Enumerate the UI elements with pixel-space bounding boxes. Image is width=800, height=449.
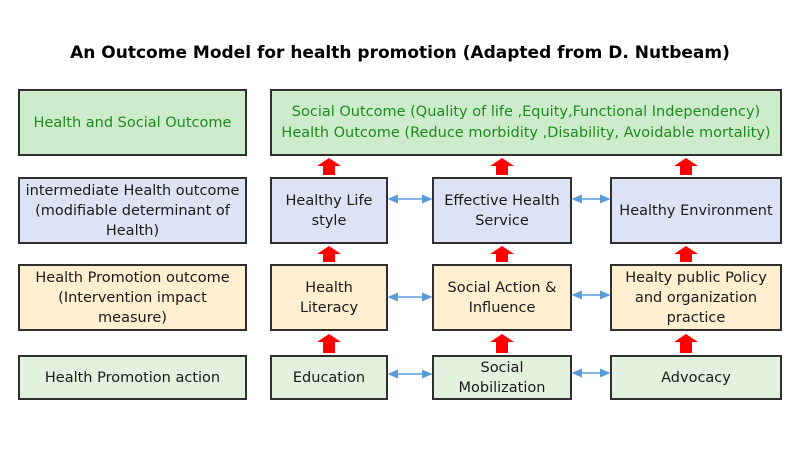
social-outcome-text: Social Outcome (Quality of life ,Equity,… [291, 103, 761, 120]
up-arrow-icon [317, 158, 341, 175]
advocacy-box: Advocacy [610, 355, 782, 400]
up-arrow-icon [490, 158, 514, 175]
level-intermediate: intermediate Health outcome (modifiable … [18, 177, 247, 244]
diagram-title: An Outcome Model for health promotion (A… [70, 43, 730, 63]
social-mobilization-box: Social Mobilization [432, 355, 572, 400]
public-policy-box: Healty public Policy and organization pr… [610, 264, 782, 331]
social-action-box: Social Action & Influence [432, 264, 572, 331]
up-arrow-icon [674, 246, 698, 262]
up-arrow-icon [490, 246, 514, 262]
healthy-lifestyle-box: Healthy Life style [270, 177, 388, 244]
healthy-environment-box: Healthy Environment [610, 177, 782, 244]
level-outcome: Health and Social Outcome [18, 89, 247, 156]
up-arrow-icon [490, 334, 514, 353]
health-literacy-box: Health Literacy [270, 264, 388, 331]
up-arrow-icon [674, 334, 698, 353]
health-outcome-text: Health Outcome (Reduce morbidity ,Disabi… [281, 124, 771, 141]
outcomes-box: Social Outcome (Quality of life ,Equity,… [270, 89, 782, 156]
up-arrow-icon [317, 246, 341, 262]
up-arrow-icon [317, 334, 341, 353]
level-promotion-action: Health Promotion action [18, 355, 247, 400]
up-arrow-icon [674, 158, 698, 175]
education-box: Education [270, 355, 388, 400]
effective-health-service-box: Effective Health Service [432, 177, 572, 244]
level-promotion-outcome: Health Promotion outcome (Intervention i… [18, 264, 247, 331]
